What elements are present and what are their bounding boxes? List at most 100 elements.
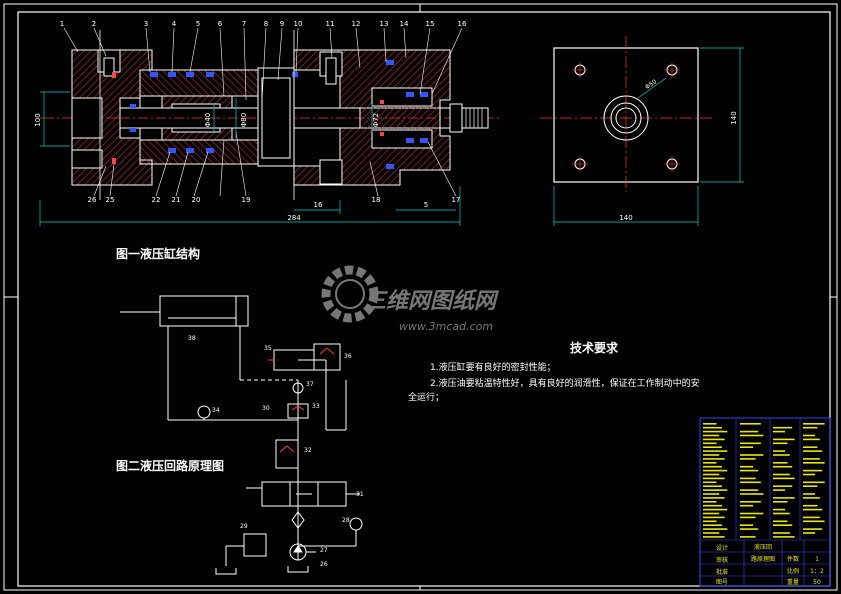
title-block-row-mark: [803, 458, 820, 460]
part-number: 13: [380, 20, 389, 28]
title-block-row-mark: [773, 501, 788, 503]
part-number: 22: [152, 196, 161, 204]
title-block-row-mark: [703, 434, 720, 437]
tech-req-line1: 1.液压缸要有良好的密封性能；: [430, 361, 556, 373]
title-block-row-mark: [703, 524, 722, 526]
title-block-row-mark: [703, 497, 725, 499]
title-block-row-mark: [703, 481, 717, 484]
title-block-row-mark: [703, 473, 720, 476]
title-block-row-mark: [773, 462, 788, 464]
title-block-row-mark: [773, 512, 790, 515]
seal-marks: [130, 60, 428, 169]
title-block-row-mark: [773, 473, 790, 476]
frame-center-marks: [4, 4, 837, 590]
title-block-row-mark: [803, 493, 815, 495]
title-block-row-mark: [740, 446, 753, 448]
part-number: 16: [458, 20, 467, 28]
title-block-row-mark: [740, 458, 756, 460]
scale-label: 比例: [787, 567, 799, 575]
hydraulic-label: 35: [264, 345, 272, 352]
part-number: 10: [294, 20, 303, 28]
title-block-row-mark: [740, 434, 764, 437]
end-plate-view: 140 140 Φ50: [540, 36, 744, 226]
title-block-row-mark: [773, 508, 785, 511]
title-block-row-mark: [773, 430, 785, 433]
part-number: 7: [242, 20, 246, 28]
title-block-row-mark: [740, 454, 764, 456]
gear-logo-icon: [321, 265, 379, 323]
hydraulic-label: 31: [356, 491, 364, 498]
part-number: 21: [172, 196, 181, 204]
title-block-row-mark: [703, 423, 717, 425]
title-block-row-mark: [703, 430, 728, 433]
hydraulic-label: 38: [188, 335, 196, 342]
title-block-row-mark: [703, 504, 722, 507]
title-block-row-mark: [703, 442, 717, 445]
title-block-row-mark: [740, 489, 759, 491]
title-block-row-mark: [740, 493, 764, 495]
part-number: 11: [326, 20, 335, 28]
title-block-row-mark: [703, 512, 720, 515]
part-number: 20: [192, 196, 201, 204]
hydraulic-label: 28: [342, 517, 350, 524]
title-block-row-mark: [740, 512, 764, 515]
part-number: 1: [60, 20, 64, 28]
title-block-row-mark: [773, 454, 790, 456]
title-block-row-mark: [803, 423, 825, 425]
dimension-lines: [39, 91, 461, 226]
qty-label: 件数: [787, 555, 799, 563]
title-block-row-mark: [773, 477, 795, 480]
title-block-row-mark: [773, 520, 788, 523]
part-number: 2: [92, 20, 96, 28]
dim-rod: Φ40: [204, 113, 212, 127]
title-block-row-mark: [803, 473, 815, 476]
title-block-row-mark: [703, 469, 728, 472]
part-number: 26: [88, 196, 97, 204]
title-block-row-mark: [803, 450, 823, 452]
title-block-row-mark: [803, 508, 823, 511]
scale-value: 1：2: [810, 568, 824, 575]
checker-label: 审核: [716, 556, 728, 564]
dim-bore2: Φ72: [372, 113, 380, 127]
hydraulic-label: 30: [262, 405, 270, 412]
figure1-caption: 图一液压缸结构: [116, 246, 200, 261]
title-block-row-mark: [703, 450, 728, 452]
watermark: 三维网图纸网 www.3mcad.com: [321, 265, 499, 333]
title-block-row-mark: [773, 497, 795, 499]
dim-bore: Φ80: [240, 113, 248, 127]
title-block-row-mark: [740, 423, 761, 425]
title-block-row-mark: [773, 489, 785, 491]
hydraulic-label: 33: [312, 403, 320, 410]
dim-plate-height: 140: [730, 111, 738, 124]
hydraulic-label: 29: [240, 523, 248, 530]
tech-req-line2: 2.液压油要粘温特性好，具有良好的润滑性，保证在工作制动中的安: [430, 377, 700, 389]
title-block-row-mark: [703, 536, 725, 538]
title-block-row-mark: [703, 493, 720, 495]
title-block-row-mark: [803, 426, 818, 429]
watermark-brand: 三维网图纸网: [364, 288, 499, 314]
part-numbers-top: 1 2 3 4 5 6 7 8 9 10 11 12 13 14 15 16: [60, 20, 467, 28]
part-number: 25: [106, 196, 115, 204]
part-number: 8: [264, 20, 268, 28]
qty-value: 1: [815, 556, 819, 563]
cylinder-section: 1 2 3 4 5 6 7 8 9 10 11 12 13 14 15 16 2…: [34, 20, 500, 226]
part-number: 12: [352, 20, 361, 28]
title-block-row-mark: [803, 516, 820, 519]
figure2-caption: 图二液压回路原理图: [116, 458, 224, 473]
dim-16: 16: [314, 201, 323, 209]
title-block-row-mark: [703, 489, 728, 491]
title-block-row-mark: [740, 516, 756, 519]
tech-req-title: 技术要求: [570, 340, 619, 355]
title-block-row-mark: [703, 520, 717, 523]
title-block-row-mark: [773, 465, 793, 468]
title-block-row-mark: [740, 501, 761, 503]
title-block-row-mark: [703, 501, 717, 503]
title-block-row-mark: [703, 516, 725, 519]
hydraulic-labels: 38 35 36 37 34 33 32 31 30 29 28 27 26: [188, 335, 364, 568]
title-block-row-mark: [703, 458, 725, 460]
title-block-row-mark: [703, 462, 717, 464]
watermark-url: www.3mcad.com: [399, 320, 493, 333]
part-number: 14: [400, 20, 409, 28]
part-number: 6: [218, 20, 223, 28]
